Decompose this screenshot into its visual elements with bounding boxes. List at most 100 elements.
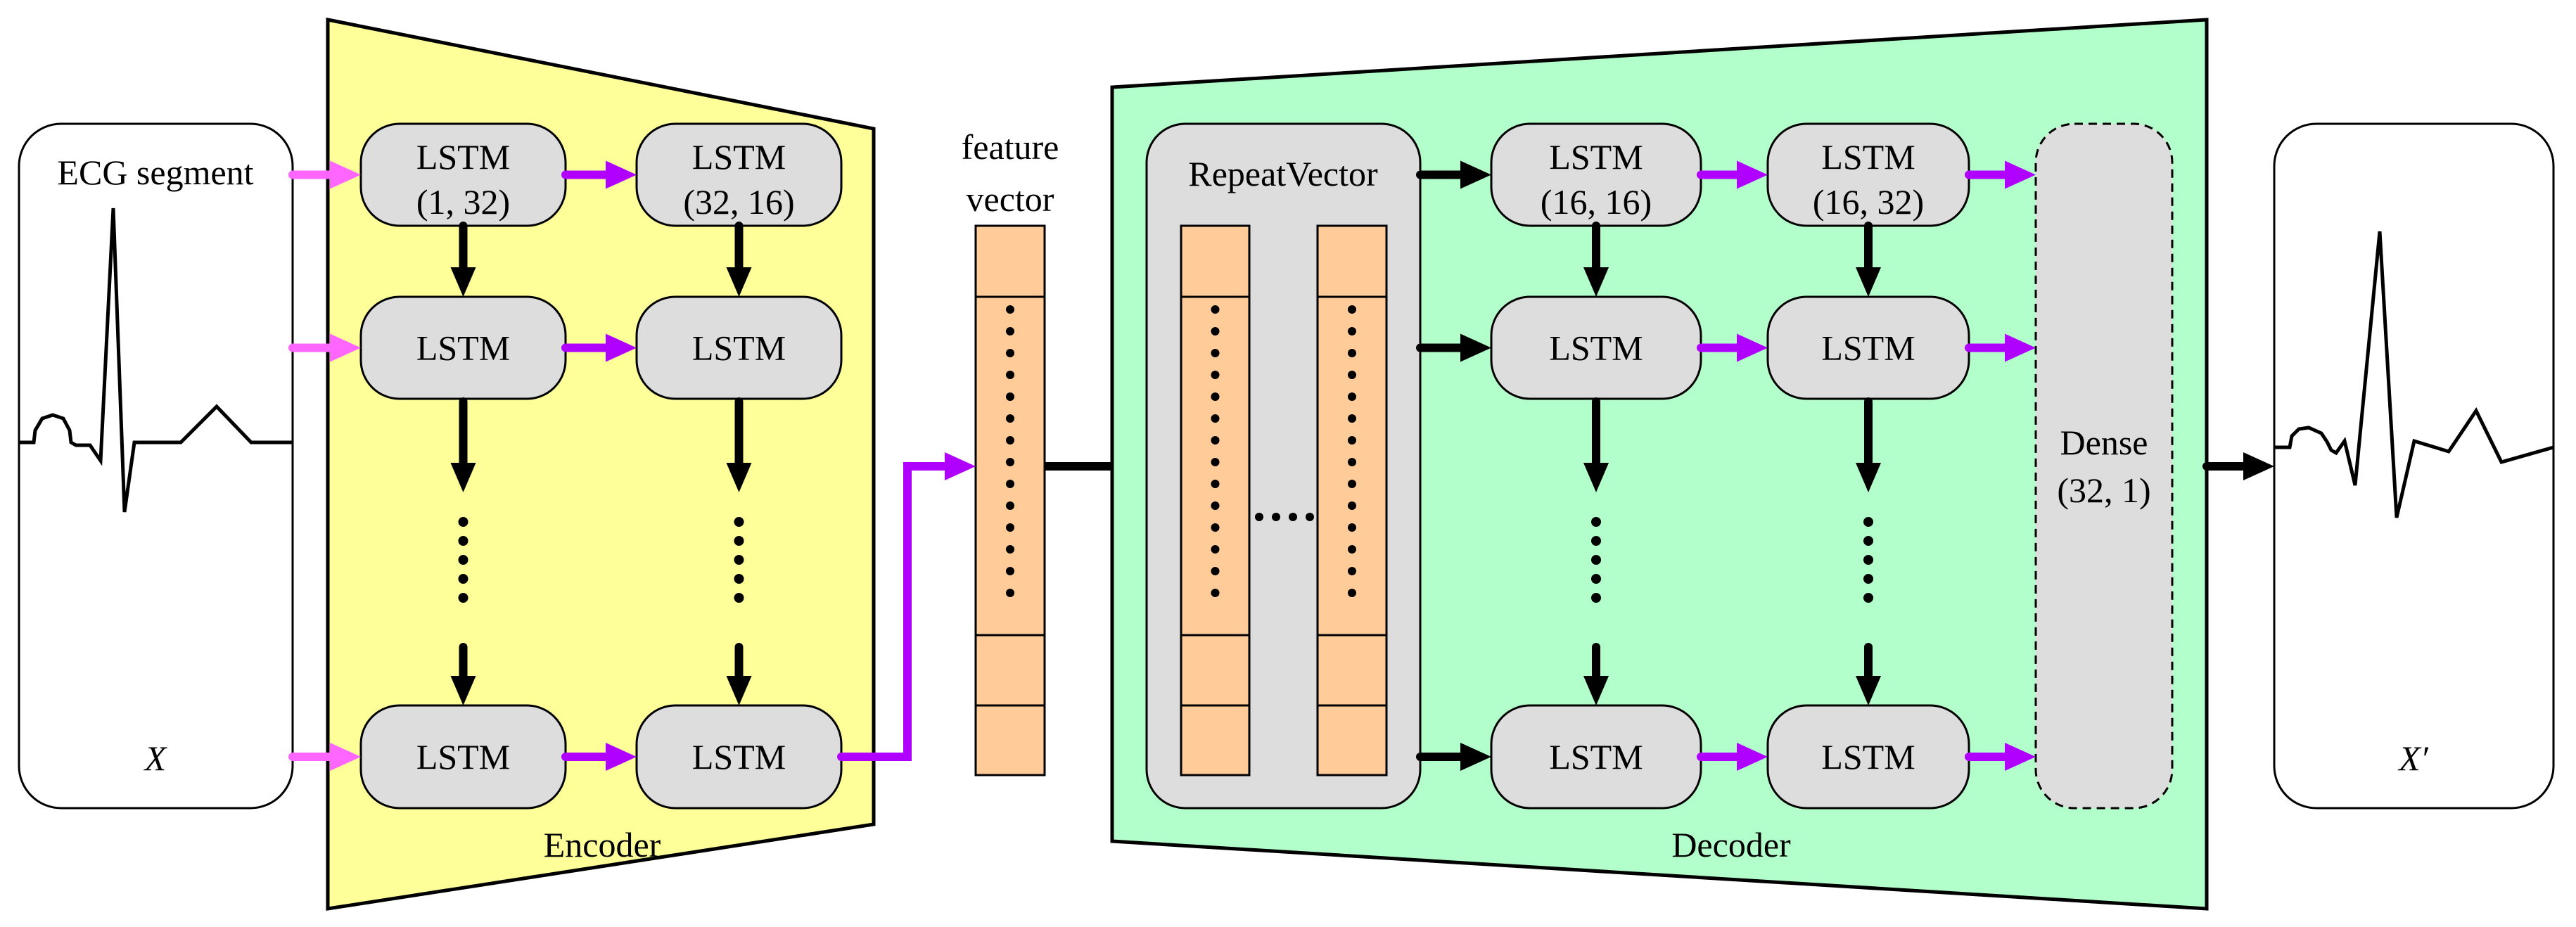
repeat-vector-ellipsis-dot bbox=[1272, 513, 1280, 521]
repeat-vector-copy-1 bbox=[1180, 224, 1251, 776]
dense-to-output-arrow-head bbox=[2243, 452, 2274, 480]
lstm-cell-name: LSTM bbox=[1821, 737, 1915, 776]
repeat-to-lstm-arrow-head bbox=[1460, 743, 1491, 771]
lstm-cell-name: LSTM bbox=[692, 137, 786, 177]
output-panel: X′ bbox=[2273, 122, 2555, 810]
vector-ellipsis-dot bbox=[1211, 458, 1220, 466]
ellipsis-dot bbox=[734, 574, 744, 584]
down-arrow bbox=[1856, 643, 1881, 705]
feature-vector-label-line2: vector bbox=[967, 179, 1054, 219]
feature-vector-label-line1: feature bbox=[962, 127, 1059, 167]
ellipsis-dot bbox=[1863, 536, 1873, 546]
vector-ellipsis-dot bbox=[1348, 458, 1356, 466]
ellipsis-dot bbox=[1863, 555, 1873, 565]
encoder-sequence-arrow-head bbox=[606, 333, 637, 362]
down-arrow bbox=[1856, 222, 1881, 297]
vector-ellipsis-dot bbox=[1006, 327, 1014, 335]
ellipsis-dot bbox=[1591, 536, 1601, 546]
vector-ellipsis-dot bbox=[1211, 480, 1220, 488]
down-arrow bbox=[450, 222, 476, 297]
vector-ellipsis-dot bbox=[1211, 305, 1220, 314]
output-symbol: X′ bbox=[2397, 739, 2429, 778]
vector-ellipsis-dot bbox=[1006, 458, 1014, 466]
lstm-cell-name: LSTM bbox=[1549, 328, 1643, 368]
encoder-sequence-arrow bbox=[561, 160, 637, 189]
down-arrow bbox=[1583, 643, 1609, 705]
vector-ellipsis-dot bbox=[1348, 501, 1356, 510]
to-dense-arrow bbox=[1965, 160, 2036, 189]
repeat-to-lstm-arrow bbox=[1416, 160, 1491, 189]
down-arrow bbox=[1583, 222, 1609, 297]
decoder-lstm-cell: LSTM bbox=[1766, 704, 1970, 810]
ellipsis-dot bbox=[458, 555, 468, 565]
vector-ellipsis-dot bbox=[1211, 392, 1220, 401]
decoder-lstm-cell: LSTM bbox=[1766, 295, 1970, 400]
down-arrow-head bbox=[1583, 676, 1609, 705]
vector-bar-frame bbox=[1180, 224, 1251, 776]
encoder-to-feature-arrow-head bbox=[945, 452, 976, 480]
encoder-sequence-arrow-head bbox=[606, 160, 637, 189]
vector-ellipsis-dot bbox=[1211, 371, 1220, 379]
decoder-sequence-arrow-head bbox=[1737, 743, 1768, 771]
down-arrow bbox=[726, 222, 752, 297]
input-arrow-head bbox=[330, 333, 361, 362]
repeat-to-lstm-arrow bbox=[1416, 743, 1491, 771]
vector-ellipsis-dot bbox=[1211, 523, 1220, 532]
vector-ellipsis-dot bbox=[1348, 545, 1356, 554]
decoder-lstm-cell: LSTM bbox=[1490, 704, 1702, 810]
encoder-lstm-cell: LSTM (32, 16) bbox=[635, 122, 843, 227]
vector-ellipsis-dot bbox=[1348, 523, 1356, 532]
vector-ellipsis-dot bbox=[1211, 414, 1220, 423]
down-arrow-head bbox=[1583, 267, 1609, 297]
vector-ellipsis-dot bbox=[1348, 589, 1356, 597]
vector-ellipsis-dot bbox=[1006, 414, 1014, 423]
input-title: ECG segment bbox=[57, 153, 253, 192]
repeat-vector-ellipsis-dot bbox=[1255, 513, 1263, 521]
lstm-cell-name: LSTM bbox=[416, 137, 510, 177]
vector-ellipsis-dot bbox=[1006, 501, 1014, 510]
encoder-to-feature-arrow-shaft bbox=[837, 462, 950, 761]
vector-ellipsis-dot bbox=[1211, 349, 1220, 357]
connection-arrows bbox=[288, 160, 2274, 771]
input-arrow bbox=[288, 160, 361, 189]
ellipsis-dot bbox=[734, 536, 744, 546]
ellipsis-dot bbox=[1591, 517, 1601, 527]
input-arrow bbox=[288, 743, 361, 771]
down-arrow bbox=[726, 643, 752, 705]
ecg-input-waveform bbox=[19, 207, 293, 513]
vector-ellipsis-dot bbox=[1211, 567, 1220, 575]
ellipsis-dot bbox=[458, 517, 468, 527]
to-dense-arrow-head bbox=[2005, 333, 2036, 362]
repeat-vector-ellipsis-dot bbox=[1289, 513, 1297, 521]
vector-ellipsis-dot bbox=[1211, 436, 1220, 445]
decoder-lstm-cell: LSTM(16, 32) bbox=[1766, 122, 1970, 227]
down-arrow bbox=[450, 643, 476, 705]
down-arrow-head bbox=[726, 267, 752, 297]
dense-block: Dense (32, 1) bbox=[2034, 122, 2174, 810]
decoder-lstm-cell: LSTM bbox=[1490, 295, 1702, 400]
feature-vector: feature vector bbox=[962, 127, 1059, 776]
repeat-vector-ellipsis-dot bbox=[1306, 513, 1314, 521]
encoder-label: Encoder bbox=[544, 825, 661, 864]
down-arrow-head bbox=[450, 267, 476, 297]
to-dense-arrow bbox=[1965, 333, 2036, 362]
decoder-lstm-cell: LSTM(16, 16) bbox=[1490, 122, 1702, 227]
down-arrow-head bbox=[726, 676, 752, 705]
vector-ellipsis-dot bbox=[1348, 305, 1356, 314]
lstm-cell-shape: (32, 16) bbox=[683, 182, 794, 222]
vector-ellipsis-dot bbox=[1006, 305, 1014, 314]
repeat-vector-block: RepeatVector bbox=[1145, 122, 1422, 810]
vector-ellipsis-dot bbox=[1348, 371, 1356, 379]
encoder-to-feature-arrow bbox=[837, 452, 976, 761]
decoder-label: Decoder bbox=[1671, 825, 1791, 864]
lstm-cell-name: LSTM bbox=[416, 328, 510, 368]
input-panel: ECG segment X bbox=[18, 122, 294, 810]
repeat-to-lstm-arrow-head bbox=[1460, 160, 1491, 189]
lstm-cell-name: LSTM bbox=[416, 737, 510, 776]
dense-shape: (32, 1) bbox=[2057, 471, 2150, 510]
vector-ellipsis-dot bbox=[1348, 436, 1356, 445]
input-arrow bbox=[288, 333, 361, 362]
encoder-sequence-arrow-head bbox=[606, 743, 637, 771]
ellipsis-dot bbox=[458, 574, 468, 584]
